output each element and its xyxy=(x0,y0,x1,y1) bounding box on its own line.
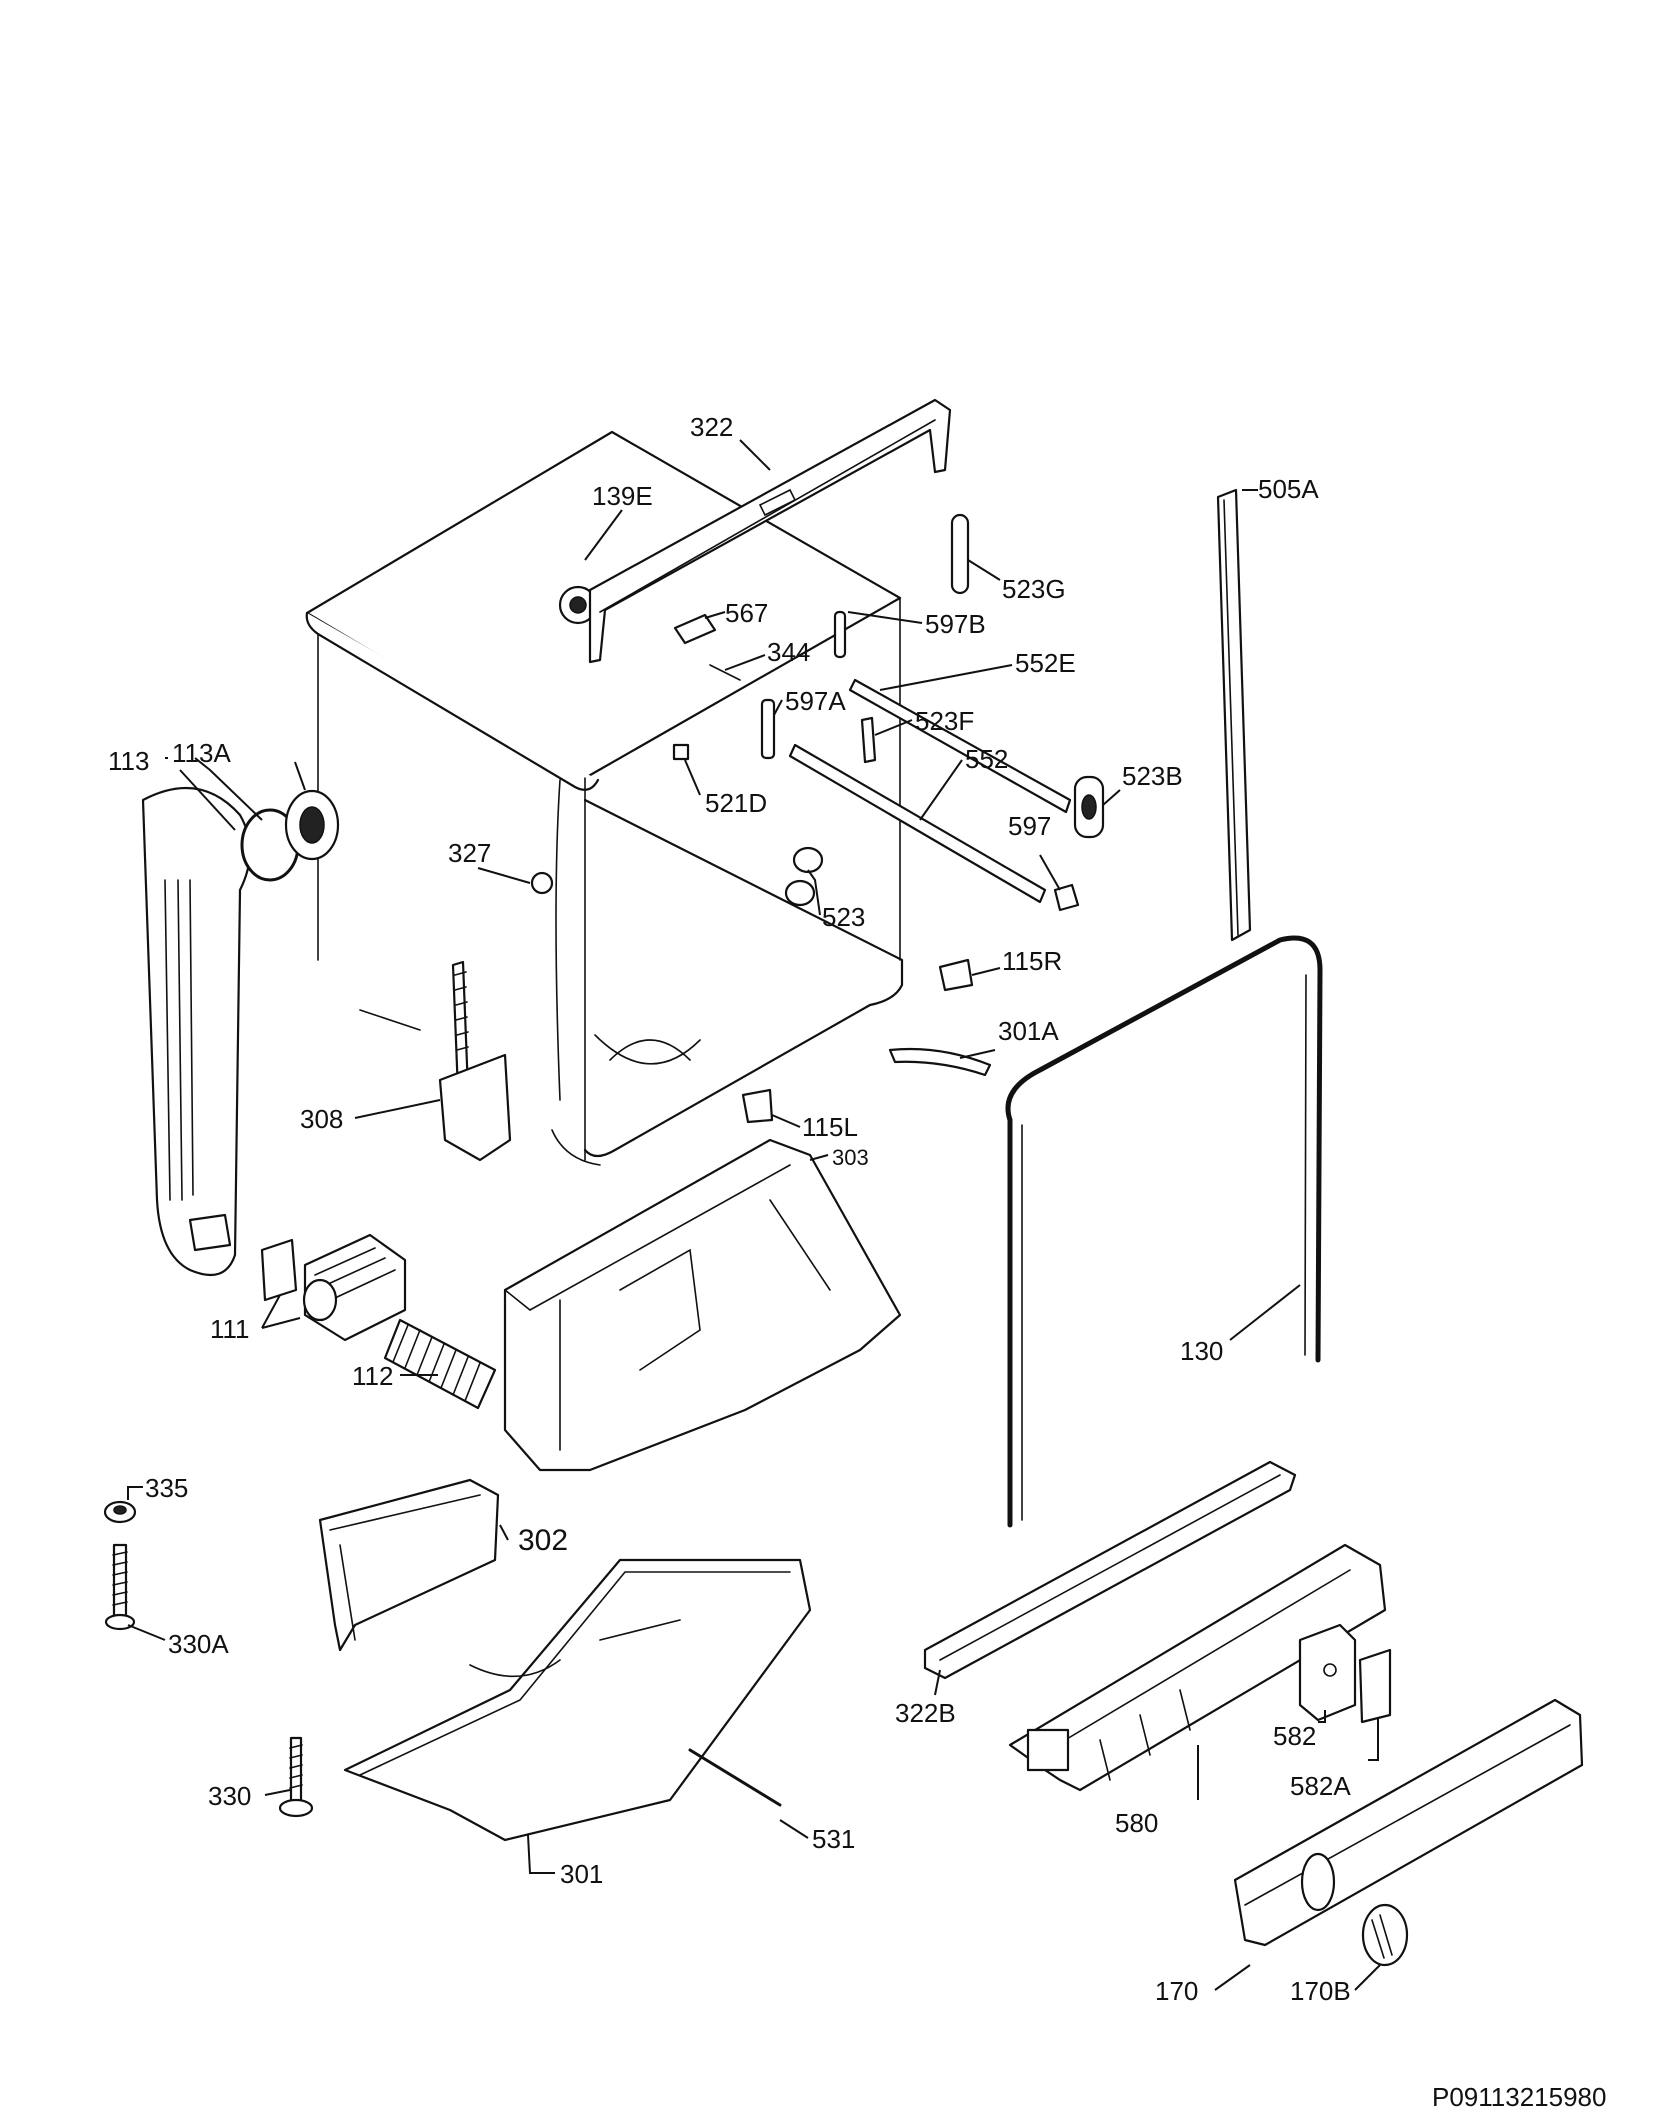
label-330A: 330A xyxy=(168,1629,229,1659)
label-582: 582 xyxy=(1273,1721,1316,1751)
label-322B: 322B xyxy=(895,1698,956,1728)
part-523-rollers xyxy=(784,846,824,907)
label-521D: 521D xyxy=(705,788,767,818)
part-113-side-duct xyxy=(141,786,252,1277)
label-335: 335 xyxy=(145,1473,188,1503)
label-322: 322 xyxy=(690,412,733,442)
part-115R-bracket xyxy=(938,958,974,992)
part-130-door-seal xyxy=(1005,935,1323,1528)
document-number: P09113215980 xyxy=(1432,2082,1607,2112)
part-582-module xyxy=(1298,1623,1357,1722)
part-111-filter-housing xyxy=(260,1233,407,1342)
label-523: 523 xyxy=(822,902,865,932)
label-302: 302 xyxy=(518,1524,568,1557)
part-344-spring xyxy=(709,664,741,681)
label-523B: 523B xyxy=(1122,761,1183,791)
label-567: 567 xyxy=(725,598,768,628)
part-580-control-frame xyxy=(1008,1543,1387,1792)
part-330A-screw xyxy=(104,1543,136,1631)
part-330-screw xyxy=(278,1736,314,1818)
part-170B-knob xyxy=(1361,1903,1409,1967)
label-552E: 552E xyxy=(1015,648,1076,678)
part-523F-link xyxy=(860,716,877,764)
part-322B-front-rail xyxy=(923,1460,1297,1680)
label-330: 330 xyxy=(208,1781,251,1811)
label-170: 170 xyxy=(1155,1976,1198,2006)
part-301A-cover xyxy=(888,1047,992,1077)
label-597B: 597B xyxy=(925,609,986,639)
part-531-rod xyxy=(688,1748,782,1807)
label-597: 597 xyxy=(1008,811,1051,841)
part-582A-plate xyxy=(1358,1648,1392,1724)
label-523G: 523G xyxy=(1002,574,1066,604)
part-597B-clip xyxy=(833,610,847,659)
part-115L-bracket xyxy=(741,1088,774,1124)
label-344: 344 xyxy=(767,637,810,667)
part-335-nut xyxy=(103,1500,137,1524)
label-112: 112 xyxy=(352,1361,393,1391)
part-597-clip xyxy=(1053,883,1080,912)
label-552: 552 xyxy=(965,744,1008,774)
part-302-bracket xyxy=(318,1478,500,1652)
label-301A: 301A xyxy=(998,1016,1059,1046)
part-597A-clip xyxy=(760,698,776,760)
label-170B: 170B xyxy=(1290,1976,1351,2006)
label-531: 531 xyxy=(812,1824,855,1854)
label-580: 580 xyxy=(1115,1808,1158,1838)
label-139E: 139E xyxy=(592,481,653,511)
part-523B-bracket xyxy=(1073,775,1105,839)
label-523F: 523F xyxy=(915,706,974,736)
part-301-base-tray xyxy=(343,1558,812,1842)
tub-cabinet xyxy=(305,430,904,1166)
label-113: 113 xyxy=(108,746,149,776)
label-308: 308 xyxy=(300,1104,343,1134)
label-115L: 115L xyxy=(802,1112,858,1142)
part-112-hose xyxy=(383,1318,497,1410)
label-303: 303 xyxy=(832,1145,869,1170)
label-505A: 505A xyxy=(1258,474,1319,504)
label-113A: 113A xyxy=(172,738,231,768)
part-170-control-panel xyxy=(1233,1698,1584,1947)
label-597A: 597A xyxy=(785,686,846,716)
part-308-hinge xyxy=(359,960,512,1162)
part-505A-strip xyxy=(1216,488,1252,942)
part-113-fan-wheel xyxy=(284,789,340,861)
label-301: 301 xyxy=(560,1859,603,1889)
label-130: 130 xyxy=(1180,1336,1223,1366)
part-552E-rail xyxy=(848,678,1072,814)
part-322-top-rail xyxy=(588,398,952,664)
part-567-clip xyxy=(673,613,717,645)
label-327: 327 xyxy=(448,838,491,868)
label-111: 111 xyxy=(210,1314,250,1344)
part-303-base-frame xyxy=(503,1138,902,1472)
part-labels: 322 139E 505A 523G 567 597B 344 552E 597… xyxy=(108,412,1351,2006)
part-523G-bracket xyxy=(950,513,970,595)
label-582A: 582A xyxy=(1290,1771,1351,1801)
part-552-rail xyxy=(788,743,1047,904)
part-521D-plug xyxy=(672,743,690,761)
part-327-stud xyxy=(530,871,554,895)
leader-lines xyxy=(127,439,1381,1991)
label-115R: 115R xyxy=(1002,946,1062,976)
